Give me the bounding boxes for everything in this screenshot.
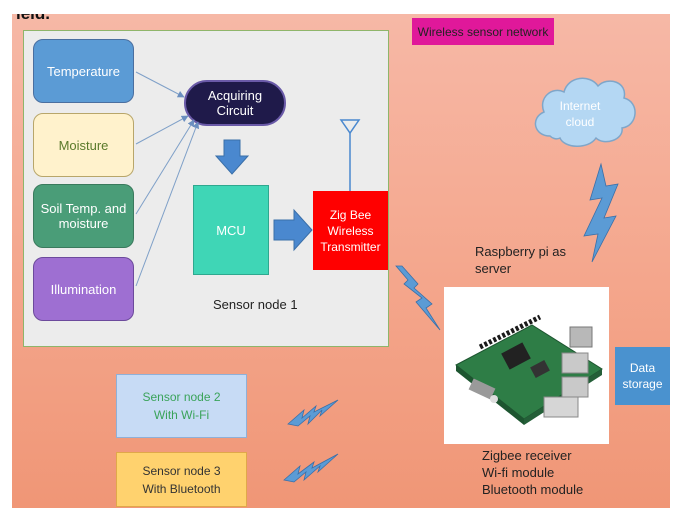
arrow-soil — [135, 119, 195, 215]
mcu-block: MCU — [193, 185, 269, 275]
soil-sensor: Soil Temp. and moisture — [33, 184, 134, 248]
cloud-icon — [534, 77, 636, 147]
bolt-node3 — [283, 453, 339, 483]
cloud-label-2: cloud — [566, 115, 595, 129]
arrow-acquiring-mcu — [214, 139, 250, 175]
illumination-sensor: Illumination — [33, 257, 134, 321]
zigbee-transmitter: Zig Bee Wireless Transmitter — [313, 191, 388, 270]
acquiring-circuit: Acquiring Circuit — [184, 80, 286, 126]
sensor-node1-label: Sensor node 1 — [213, 297, 298, 312]
arrow-temperature — [135, 71, 185, 98]
raspberry-board-icon — [455, 314, 603, 425]
arrow-mcu-zigbee — [273, 208, 313, 252]
arrow-moisture — [135, 115, 189, 145]
wsn-label: Wireless sensor network — [412, 18, 554, 45]
raspberry-label: Raspberry pi as server — [475, 244, 567, 276]
receiver-labels: Zigbee receiver Wi-fi module Bluetooth m… — [482, 448, 584, 497]
arrow-illumination — [135, 121, 200, 287]
bolt-node2 — [287, 399, 339, 427]
data-storage: Data storage — [615, 347, 670, 405]
raspberry-pi-image — [444, 287, 609, 444]
sensor-node-2: Sensor node 2 With Wi-Fi — [116, 374, 247, 438]
antenna-icon — [339, 119, 361, 135]
sensor-node-3: Sensor node 3 With Bluetooth — [116, 452, 247, 507]
temperature-sensor: Temperature — [33, 39, 134, 103]
clipped-heading: ield. — [16, 14, 50, 24]
bolt-zigbee-server — [395, 265, 441, 331]
moisture-sensor: Moisture — [33, 113, 134, 177]
cloud-label-1: Internet — [560, 99, 601, 113]
connectors-overlay: Internet cloud — [135, 71, 636, 483]
bolt-cloud-server — [583, 162, 619, 263]
diagram-frame: ield. Wireless sensor network Temperatur… — [12, 14, 670, 508]
